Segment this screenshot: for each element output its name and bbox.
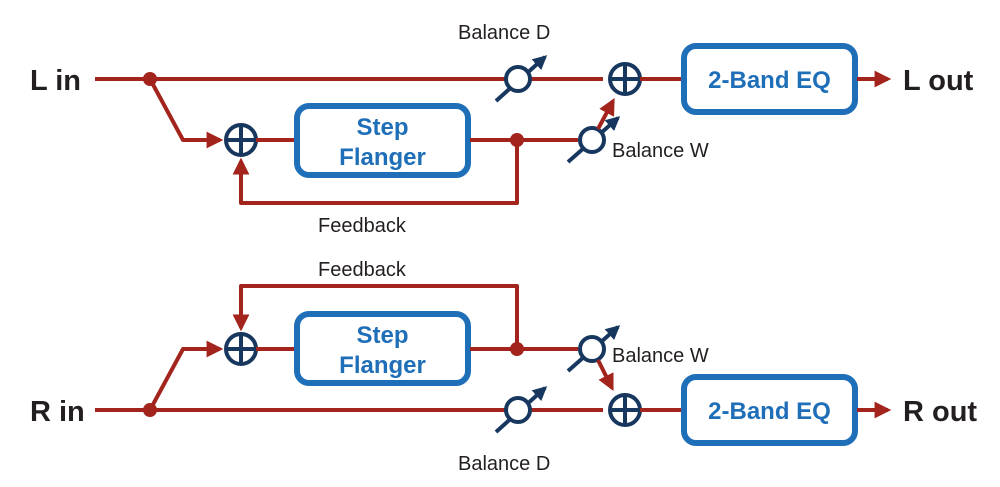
right-output-label: R out <box>903 396 977 428</box>
right-step-flanger-label-line1: Step <box>356 322 408 349</box>
left-split-node <box>143 72 157 86</box>
right-eq-label: 2-Band EQ <box>708 398 831 425</box>
right-step-flanger-block <box>294 311 471 386</box>
right-channel: Feedback Step Flanger Balance W R in <box>30 259 977 475</box>
right-wet-to-mix-wire <box>596 359 614 392</box>
left-feedback-label: Feedback <box>318 215 407 237</box>
right-fx-summing-junction <box>224 332 258 366</box>
left-balance-wet-knob <box>578 126 606 154</box>
right-split-wire <box>148 340 224 411</box>
left-balance-dry-control <box>494 55 548 103</box>
right-balance-dry-knob <box>504 396 532 424</box>
left-balance-wet-control <box>566 116 621 164</box>
left-eq-label: 2-Band EQ <box>708 67 831 94</box>
left-mix-summing-junction <box>608 62 642 96</box>
left-input-label: L in <box>30 65 81 97</box>
right-balance-wet-label: Balance W <box>612 345 709 367</box>
left-balance-wet-label: Balance W <box>612 140 709 162</box>
right-step-flanger-label-line2: Flanger <box>339 352 426 379</box>
left-output-label: L out <box>903 65 974 97</box>
left-fx-summing-junction <box>224 123 258 157</box>
right-feedback-node <box>510 342 524 356</box>
left-split-wire <box>148 78 224 149</box>
right-balance-wet-control <box>566 325 621 373</box>
left-channel: L in Balance D 2-Band EQ L out <box>30 22 974 237</box>
right-eq-block <box>681 374 858 446</box>
left-step-flanger-block <box>294 103 471 178</box>
left-feedback-wire <box>232 140 519 205</box>
left-step-flanger-label-line2: Flanger <box>339 144 426 171</box>
left-step-flanger-label-line1: Step <box>356 114 408 141</box>
right-balance-dry-control <box>494 386 548 434</box>
left-wet-to-mix-wire <box>596 98 615 130</box>
right-mix-summing-junction <box>608 393 642 427</box>
right-split-node <box>143 403 157 417</box>
left-balance-dry-label: Balance D <box>458 22 550 44</box>
right-feedback-wire <box>232 284 519 349</box>
right-balance-wet-knob <box>578 335 606 363</box>
right-feedback-label: Feedback <box>318 259 407 281</box>
right-balance-dry-label: Balance D <box>458 453 550 475</box>
left-balance-dry-knob <box>504 65 532 93</box>
left-eq-block <box>681 43 858 115</box>
right-input-label: R in <box>30 396 85 428</box>
